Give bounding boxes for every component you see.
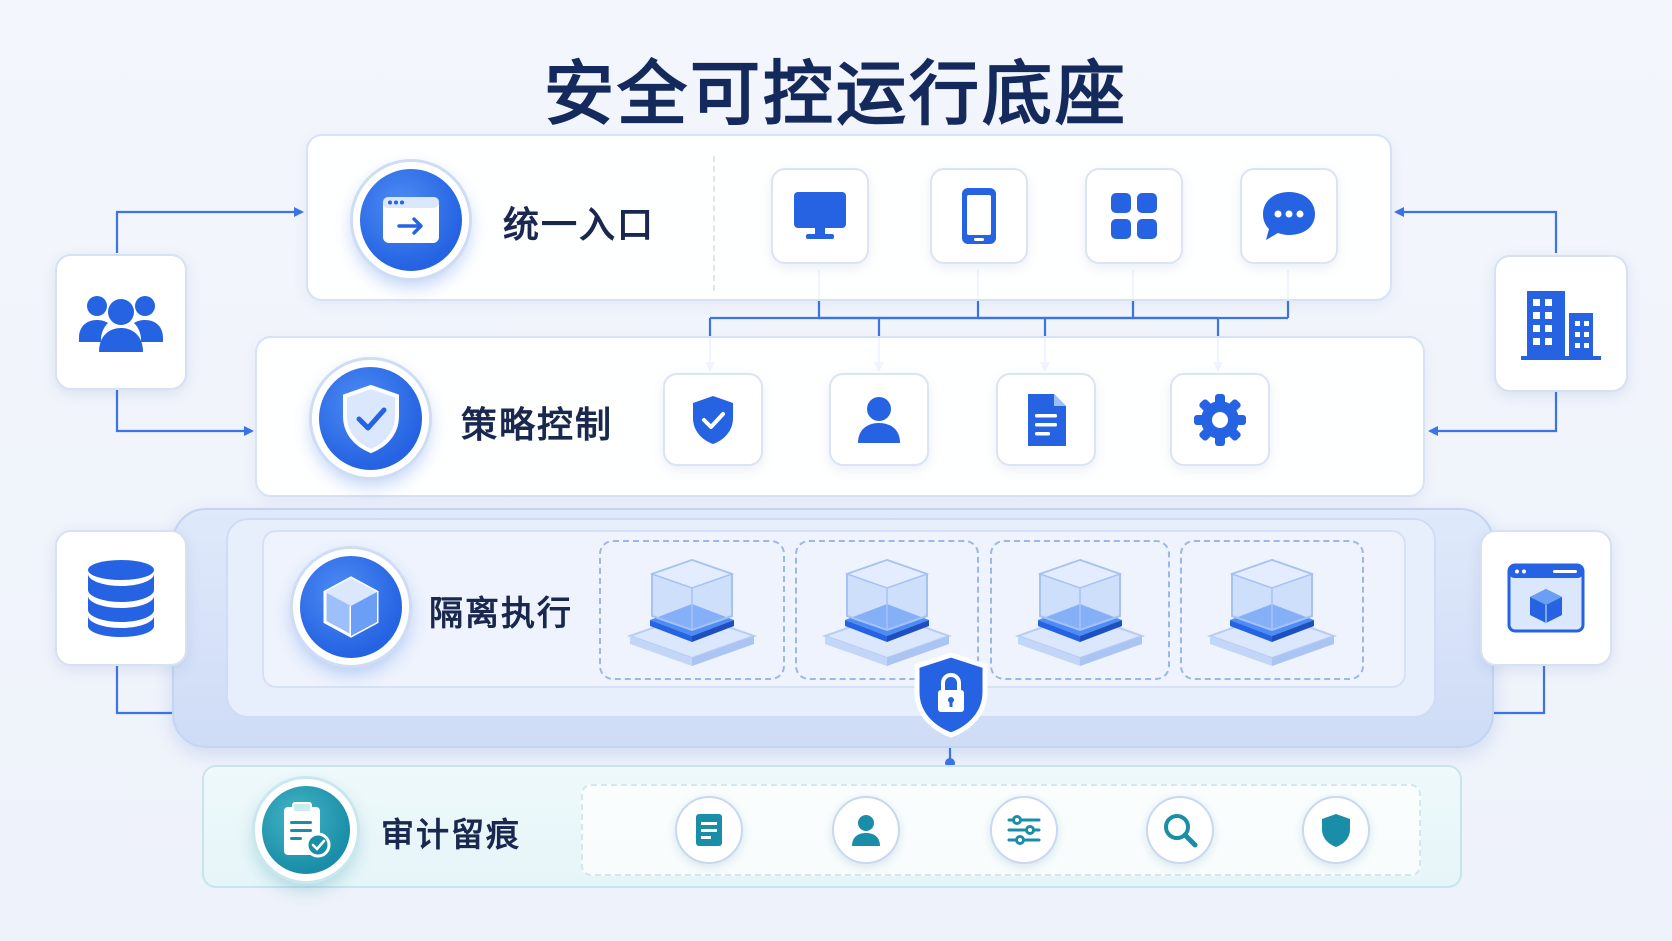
audit-shield-icon[interactable] xyxy=(1302,796,1370,864)
chat-bubble-icon[interactable] xyxy=(1240,168,1338,264)
sandbox-container[interactable] xyxy=(990,540,1170,680)
sandbox-cube-icon xyxy=(627,558,757,666)
lock-shield-icon xyxy=(913,652,989,738)
sandbox-cube-icon xyxy=(822,558,952,666)
audit-document-icon[interactable] xyxy=(675,796,743,864)
divider xyxy=(713,156,715,291)
shield-check-icon xyxy=(312,360,429,477)
shield-check-icon[interactable] xyxy=(663,373,763,466)
sandbox-container[interactable] xyxy=(599,540,785,680)
app-window-cube-icon[interactable] xyxy=(1480,530,1612,666)
document-icon[interactable] xyxy=(996,373,1096,466)
gear-icon[interactable] xyxy=(1170,373,1270,466)
monitor-icon[interactable] xyxy=(771,168,869,264)
sandbox-container[interactable] xyxy=(795,540,979,680)
sandbox-cube-icon xyxy=(1015,558,1145,666)
database-icon[interactable] xyxy=(55,530,187,666)
cube-icon xyxy=(293,549,409,665)
phone-icon[interactable] xyxy=(930,168,1028,264)
login-window-icon xyxy=(353,162,469,278)
audit-layer-label: 审计留痕 xyxy=(381,815,521,854)
user-icon[interactable] xyxy=(829,373,929,466)
execution-layer-label: 隔离执行 xyxy=(429,594,573,634)
sandbox-cube-icon xyxy=(1207,558,1337,666)
sandbox-container[interactable] xyxy=(1180,540,1364,680)
audit-search-icon[interactable] xyxy=(1146,796,1214,864)
audit-sliders-icon[interactable] xyxy=(990,796,1058,864)
page-title: 安全可控运行底座 xyxy=(544,53,1128,135)
clipboard-check-icon xyxy=(255,779,357,881)
execution-layer-panel xyxy=(262,530,1406,688)
users-group-icon[interactable] xyxy=(55,254,187,390)
building-icon[interactable] xyxy=(1494,255,1628,392)
apps-grid-icon[interactable] xyxy=(1085,168,1183,264)
audit-user-icon[interactable] xyxy=(832,796,900,864)
policy-layer-label: 策略控制 xyxy=(461,405,614,446)
entry-layer-label: 统一入口 xyxy=(503,205,656,246)
